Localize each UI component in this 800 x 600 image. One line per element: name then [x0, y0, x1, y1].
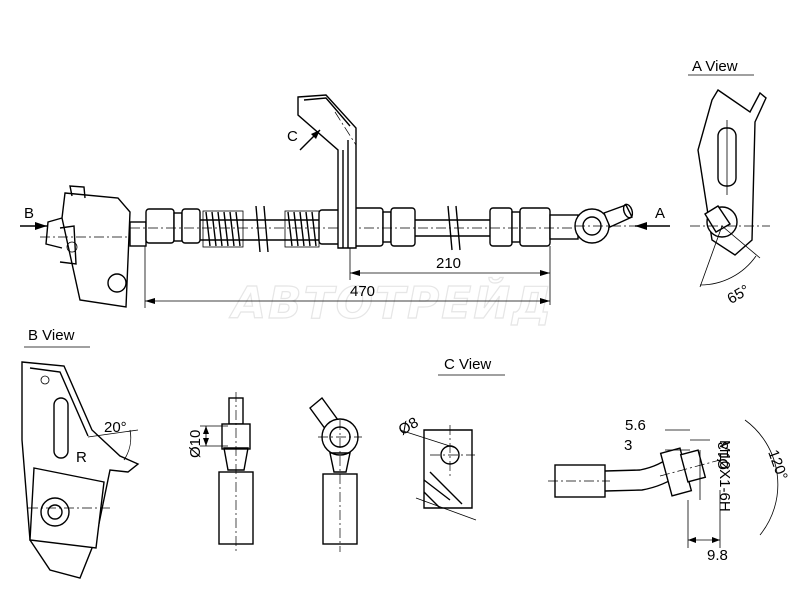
- view-arrow-b: B: [20, 205, 47, 230]
- diameter-8-text: Ø8: [396, 414, 422, 439]
- dim-470-text: 470: [350, 283, 375, 300]
- diameter-13-text: Ø13: [715, 442, 732, 470]
- diameter-10-text: Ø10: [187, 430, 204, 458]
- a-view: A View 65°: [688, 58, 770, 308]
- a-view-title: A View: [692, 58, 738, 75]
- c-view-title: C View: [444, 356, 491, 373]
- fitting-detail-straight: Ø10: [187, 392, 254, 552]
- dim-5-6-text: 5.6: [625, 417, 646, 434]
- fitting-detail-banjo: [309, 396, 362, 552]
- b-view-angle-text: 20°: [104, 419, 127, 436]
- center-bracket: [297, 94, 357, 249]
- angle-120-text: 120°: [764, 448, 791, 483]
- view-arrow-c: C: [287, 128, 321, 151]
- hose-body: [129, 205, 600, 253]
- b-view-title: B View: [28, 327, 75, 344]
- view-arrow-a: A: [635, 205, 670, 230]
- left-fitting: [40, 185, 140, 308]
- dim-210-text: 210: [436, 255, 461, 272]
- main-hose-assembly: A B C 210 470: [20, 94, 670, 308]
- right-banjo-fitting: [574, 203, 640, 244]
- a-view-angle-text: 65°: [724, 282, 752, 308]
- watermark: АВТОТРЕЙД: [229, 276, 553, 329]
- thread-spec-text: M10X1-6H: [716, 440, 733, 512]
- section-threaded-fitting: 5.6 3 9.8 Ø13 M10X1-6H 120°: [548, 417, 791, 564]
- dimension-470: 470: [144, 246, 550, 308]
- b-view: B View 20° R: [21, 327, 140, 579]
- dim-3-text: 3: [624, 437, 632, 454]
- arrow-b-label: B: [24, 205, 34, 222]
- dim-9-8-text: 9.8: [707, 547, 728, 564]
- c-view: C View Ø8: [396, 356, 505, 521]
- arrow-c-label: C: [287, 128, 298, 145]
- b-view-radius-text: R: [76, 449, 87, 466]
- arrow-a-label: A: [655, 205, 665, 222]
- dimension-210: 210: [349, 246, 551, 305]
